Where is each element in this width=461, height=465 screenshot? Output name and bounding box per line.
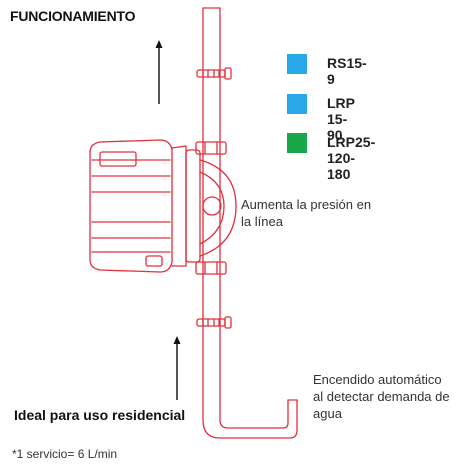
upper-valve — [196, 67, 232, 80]
auto-start-annotation: Encendido automático al detectar demanda… — [313, 372, 450, 421]
flow-arrow-lower — [173, 336, 181, 400]
legend-label: RS15-9 — [327, 55, 367, 87]
pump — [89, 139, 237, 275]
legend-item-lrp25-120-180: LRP25-120-180 — [287, 133, 375, 182]
legend-item-lrp15-90: LRP 15-90 — [287, 94, 355, 143]
diagram-title: FUNCIONAMIENTO — [10, 8, 136, 24]
legend-swatch — [287, 133, 307, 153]
legend-label: LRP 15-90 — [327, 95, 355, 143]
legend-item-rs15-9: RS15-9 — [287, 54, 367, 87]
pressure-annotation: Aumenta la presión en la línea — [241, 197, 372, 229]
flow-arrow-upper — [155, 40, 163, 104]
legend-label: LRP25-120-180 — [327, 134, 376, 182]
lower-valve — [196, 316, 232, 329]
residential-label: Ideal para uso residencial — [14, 407, 186, 423]
legend-swatch — [287, 94, 307, 114]
pipe-bend — [202, 399, 298, 439]
legend-swatch — [287, 54, 307, 74]
footnote: *1 servicio= 6 L/min — [12, 447, 118, 461]
